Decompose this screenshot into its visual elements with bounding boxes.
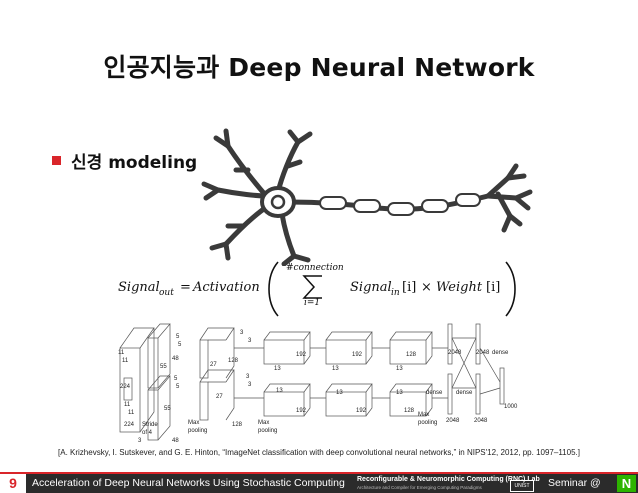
label-13: 13 xyxy=(396,366,403,372)
dense2-bottom xyxy=(475,373,481,415)
label-27: 27 xyxy=(216,394,223,400)
conv3-top-block xyxy=(263,339,305,365)
label-11: 11 xyxy=(128,410,135,416)
label-1000: 1000 xyxy=(504,404,518,410)
alexnet-architecture-diagram: 11 11 224 11 11 224 3 Stride of 4 55 55 … xyxy=(118,323,518,444)
label-3: 3 xyxy=(240,330,244,336)
label-11: 11 xyxy=(124,402,131,408)
label-3: 3 xyxy=(248,382,252,388)
formula-times: × xyxy=(421,280,432,295)
conv3-bottom-block xyxy=(263,391,305,417)
label-pooling: pooling xyxy=(418,420,437,426)
lab-name: Reconfigurable & Neuromorphic Computing … xyxy=(357,476,540,483)
label-5: 5 xyxy=(176,384,180,390)
formula-idx1: [i] xyxy=(402,280,416,295)
conv5-top-block xyxy=(389,339,427,365)
label-192: 192 xyxy=(352,352,363,358)
label-27: 27 xyxy=(210,362,217,368)
conv2-top-block xyxy=(199,339,209,379)
page-number: 9 xyxy=(0,474,26,493)
label-max: Max xyxy=(418,412,429,418)
label-55: 55 xyxy=(164,406,171,412)
conv1-top-block xyxy=(147,337,159,389)
label-pooling: pooling xyxy=(188,428,207,434)
label-pooling: pooling xyxy=(258,428,277,434)
label-stride: Stride xyxy=(142,422,158,428)
conv4-top-block xyxy=(325,339,367,365)
conv5-bottom-block xyxy=(389,391,427,417)
bullet-text: 신경 modeling xyxy=(71,153,198,173)
formula-term1: Signal xyxy=(350,280,392,295)
unist-logo: UNIST xyxy=(510,480,534,492)
bullet-square-icon xyxy=(52,156,61,165)
conv1-bottom-block xyxy=(147,389,159,441)
formula-term2: Weight xyxy=(436,280,483,295)
label-13: 13 xyxy=(276,388,283,394)
label-of-4: of 4 xyxy=(142,430,153,436)
input-kernel xyxy=(123,377,133,401)
formula-lhs-sub: out xyxy=(159,288,174,298)
formula-idx2: [i] xyxy=(486,280,500,295)
label-48: 48 xyxy=(172,356,179,362)
dense1-bottom xyxy=(447,373,453,415)
label-192: 192 xyxy=(356,408,367,414)
formula-lhs: Signal xyxy=(118,280,160,295)
footer-bar: 9 Acceleration of Deep Neural Networks U… xyxy=(0,472,638,493)
label-128: 128 xyxy=(404,408,415,414)
label-2048: 2048 xyxy=(448,350,462,356)
label-dense: dense xyxy=(492,350,509,356)
formula-func: Activation xyxy=(192,280,260,295)
citation: [A. Krizhevsky, I. Sutskever, and G. E. … xyxy=(58,448,580,457)
slide-title: 인공지능과 Deep Neural Network xyxy=(103,53,535,82)
label-max: Max xyxy=(188,420,199,426)
lab-subtitle: Architecture and Compiler for Emerging C… xyxy=(357,485,482,490)
label-3: 3 xyxy=(248,338,252,344)
label-128: 128 xyxy=(406,352,417,358)
label-dense: dense xyxy=(426,390,443,396)
formula-term1-sub: in xyxy=(391,288,400,298)
label-55: 55 xyxy=(160,364,167,370)
label-13: 13 xyxy=(274,366,281,372)
label-13: 13 xyxy=(336,390,343,396)
dense2-top xyxy=(475,323,481,365)
label-2048: 2048 xyxy=(476,350,490,356)
label-11: 11 xyxy=(122,358,129,364)
neuron-illustration xyxy=(201,128,533,266)
label-dense: dense xyxy=(456,390,473,396)
label-max: Max xyxy=(258,420,269,426)
input-block xyxy=(119,347,141,433)
formula-sigma xyxy=(302,275,322,299)
footer-title: Acceleration of Deep Neural Networks Usi… xyxy=(32,477,345,489)
formula-sum-bottom: i=1 xyxy=(304,298,320,308)
conv2-bottom-block xyxy=(199,381,209,421)
label-224: 224 xyxy=(124,422,135,428)
label-128: 128 xyxy=(228,358,239,364)
dense1-top xyxy=(447,323,453,365)
formula-equals: = xyxy=(180,280,191,295)
conv4-bottom-block xyxy=(325,391,367,417)
label-5: 5 xyxy=(178,342,182,348)
label-11: 11 xyxy=(118,350,125,356)
label-2048: 2048 xyxy=(474,418,488,424)
seminar-label: Seminar @ xyxy=(548,477,601,489)
label-192: 192 xyxy=(296,352,307,358)
label-13: 13 xyxy=(332,366,339,372)
label-48: 48 xyxy=(172,438,179,444)
label-224: 224 xyxy=(120,384,131,390)
label-3: 3 xyxy=(138,438,142,444)
label-5: 5 xyxy=(174,376,178,382)
formula-sum-top: #connection xyxy=(286,263,344,273)
output-layer xyxy=(499,367,505,405)
formula-left-paren xyxy=(268,261,279,317)
label-5: 5 xyxy=(176,334,180,340)
naver-logo-icon: N xyxy=(617,475,636,492)
label-13: 13 xyxy=(396,390,403,396)
label-2048: 2048 xyxy=(446,418,460,424)
bullet-item: 신경 modeling xyxy=(52,148,197,173)
label-192: 192 xyxy=(296,408,307,414)
formula-right-paren xyxy=(505,261,516,317)
label-3: 3 xyxy=(246,374,250,380)
label-128: 128 xyxy=(232,422,243,428)
activation-formula: Signal out = Activation #connection i=1 … xyxy=(118,261,516,317)
